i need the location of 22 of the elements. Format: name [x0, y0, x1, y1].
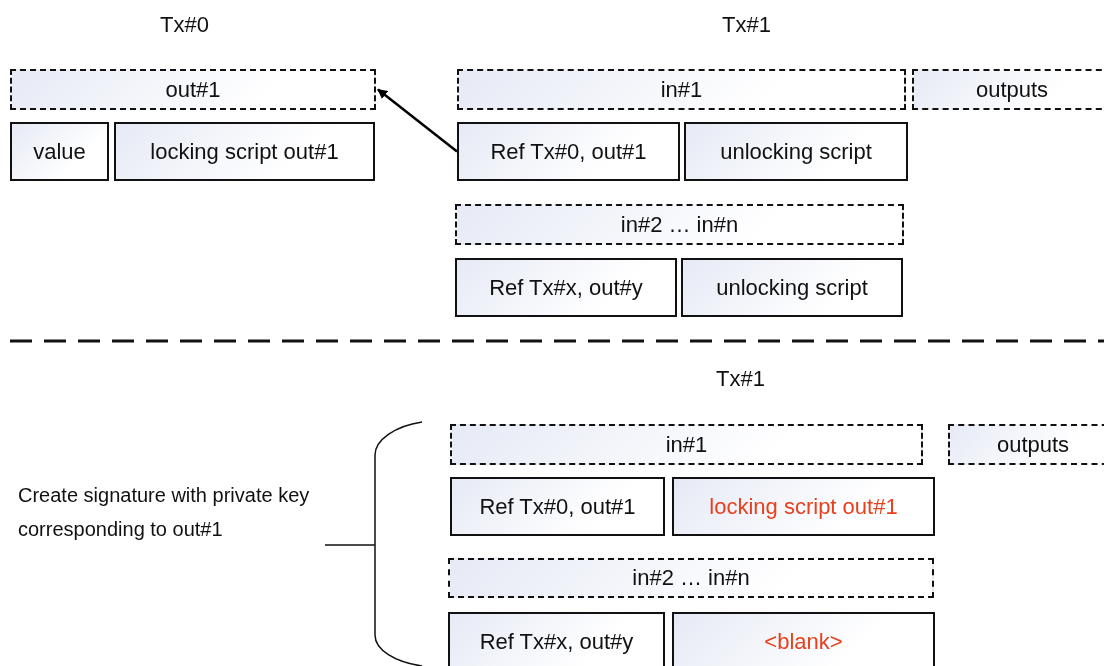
annotation-text: Create signature with private key corresponding to out#1 — [18, 483, 311, 542]
field-box: unlocking script — [684, 122, 908, 181]
field-box: locking script out#1 — [672, 477, 935, 536]
dashed-group-box: outputs — [948, 424, 1104, 465]
dashed-group-box: in#1 — [457, 69, 906, 110]
dashed-group-box: outputs — [912, 69, 1104, 110]
dashed-group-box: in#1 — [450, 424, 923, 465]
field-box: value — [10, 122, 109, 181]
field-box: Ref Tx#0, out#1 — [450, 477, 665, 536]
dashed-group-box: in#2 … in#n — [455, 204, 904, 245]
dashed-group-box: in#2 … in#n — [448, 558, 934, 598]
dashed-group-box: out#1 — [10, 69, 376, 110]
field-box: Ref Tx#0, out#1 — [457, 122, 680, 181]
field-box: Ref Tx#x, out#y — [448, 612, 665, 666]
field-box: Ref Tx#x, out#y — [455, 258, 677, 317]
transaction-title: Tx#1 — [716, 366, 765, 392]
field-box: unlocking script — [681, 258, 903, 317]
field-box: locking script out#1 — [114, 122, 375, 181]
field-box: <blank> — [672, 612, 935, 666]
transaction-title: Tx#0 — [160, 12, 209, 38]
transaction-title: Tx#1 — [722, 12, 771, 38]
arrow — [377, 88, 458, 153]
